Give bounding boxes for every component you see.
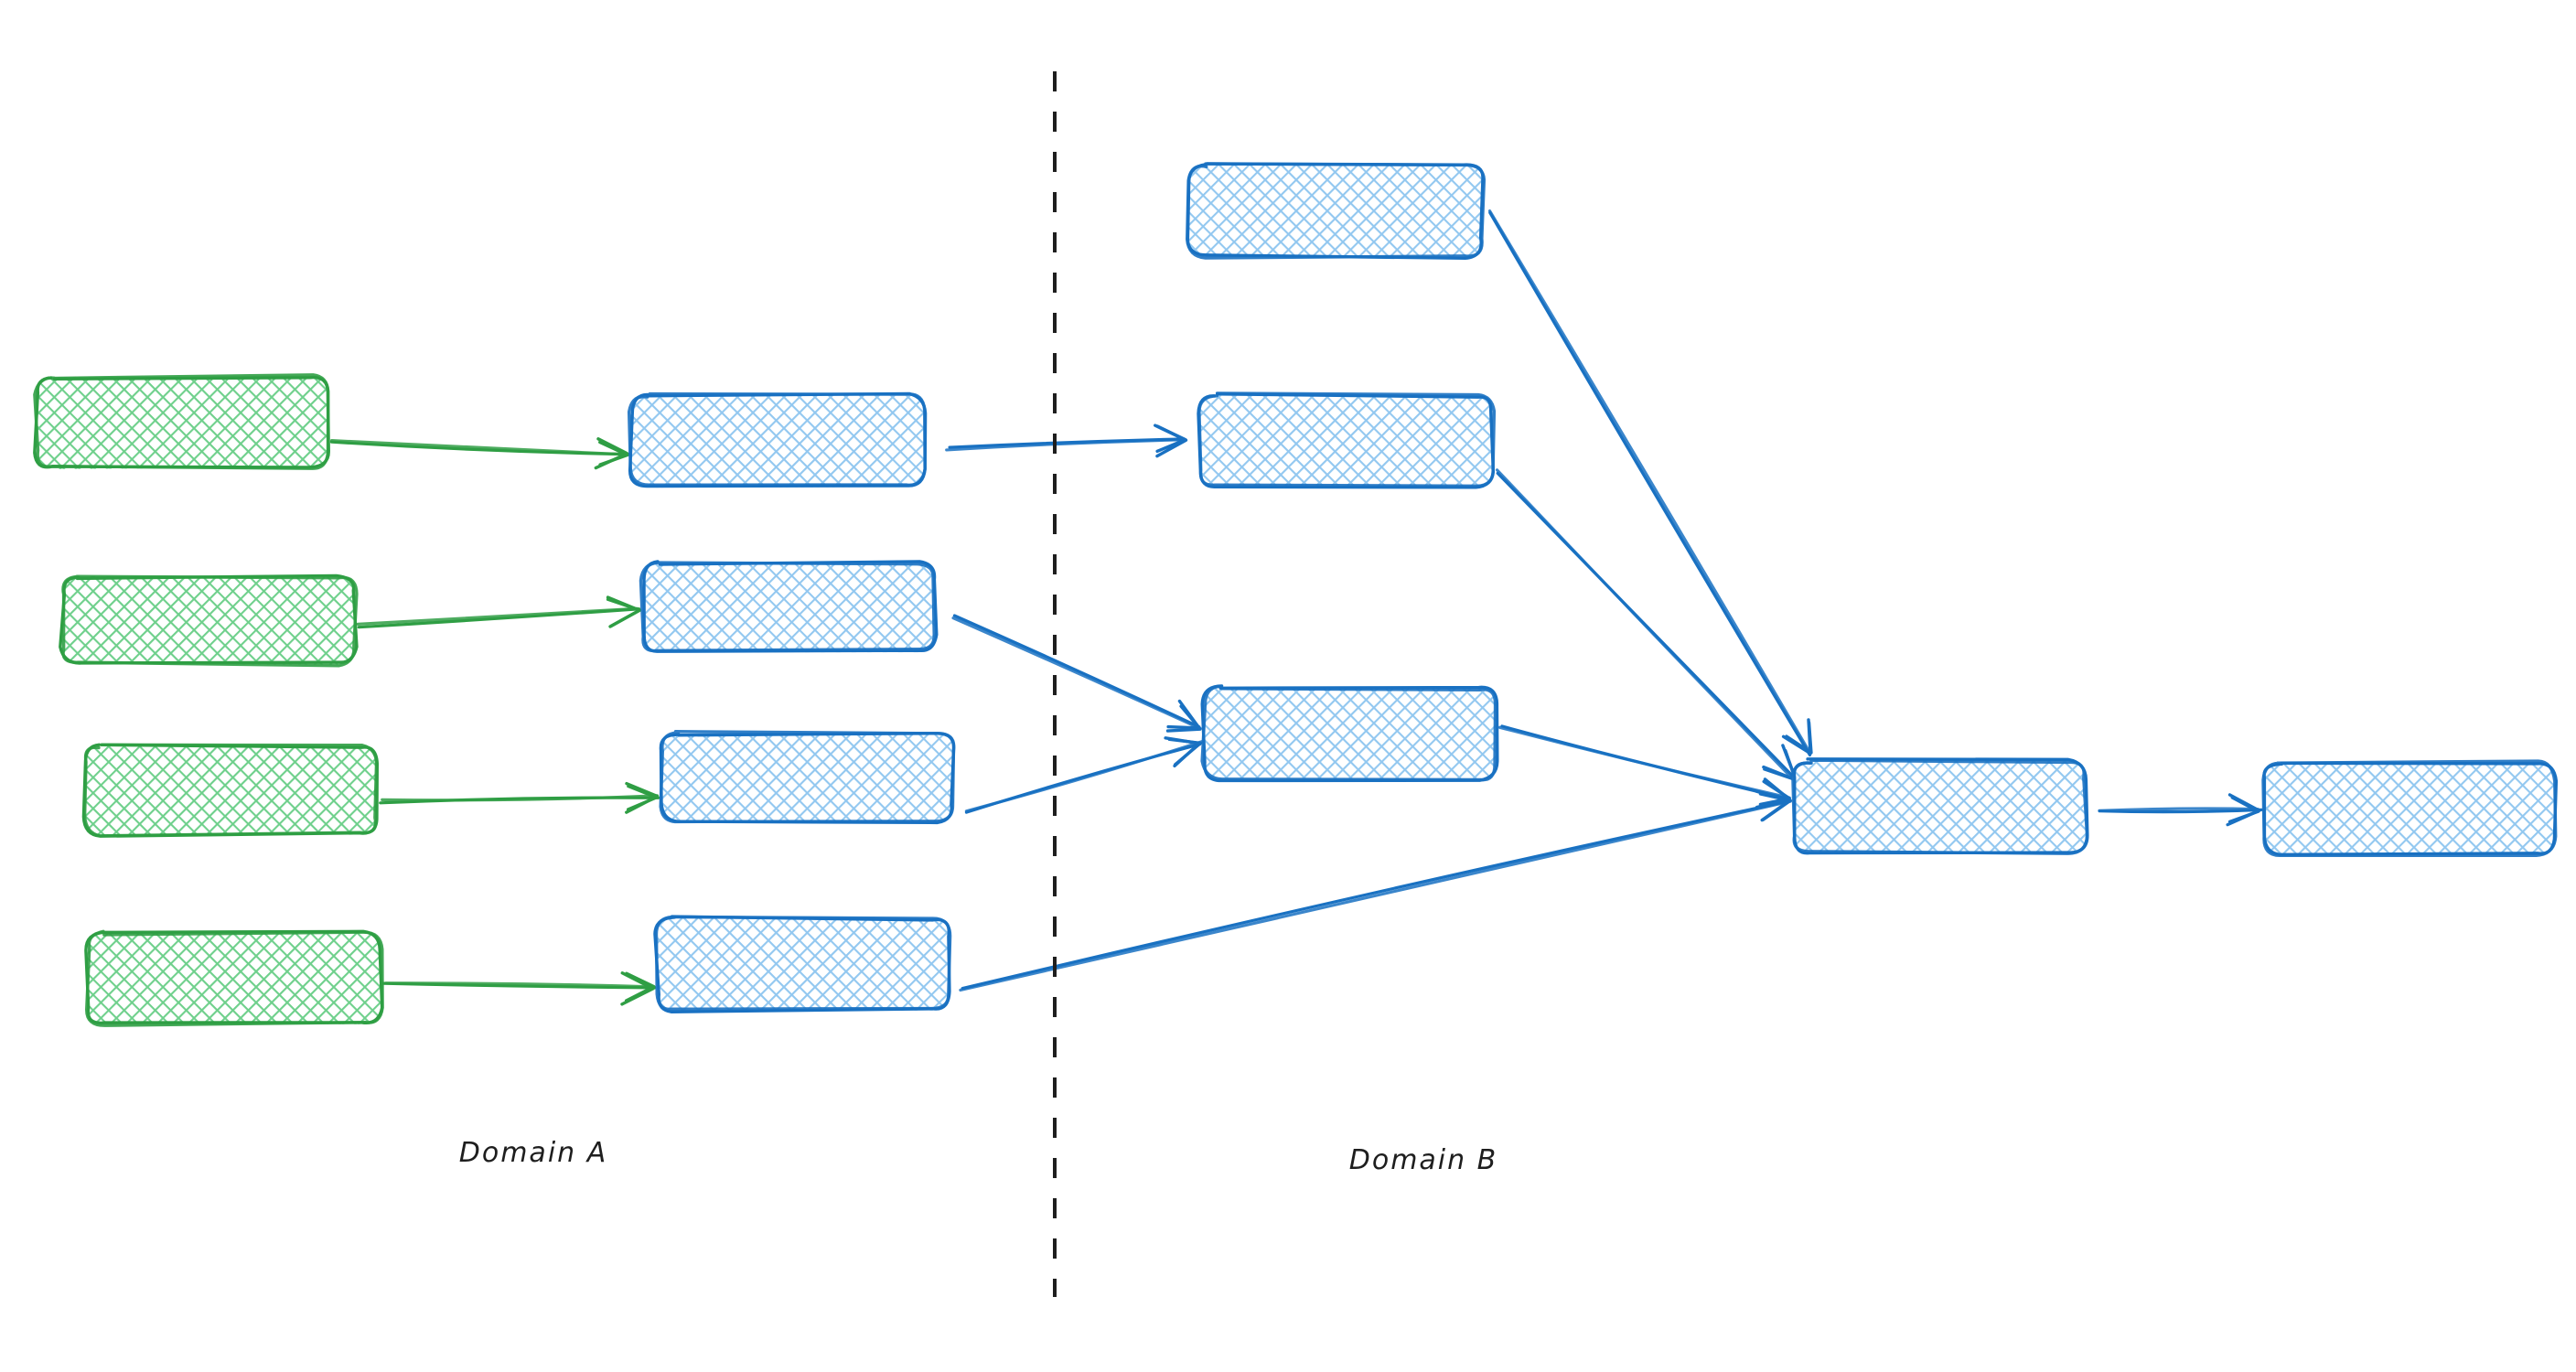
node-c2[interactable] [1197,391,1497,489]
node-b4[interactable] [653,915,952,1013]
edge-a3-to-b3[interactable] [379,781,660,814]
edge-a4-to-b4[interactable] [381,971,657,1006]
node-b2[interactable] [639,560,939,653]
label-domain-a: Domain A [459,1137,607,1169]
node-a1[interactable] [33,373,330,470]
nodes-layer [33,162,2559,1027]
edge-b2-to-c3[interactable] [951,614,1202,733]
edge-a1-to-b1[interactable] [329,437,630,470]
edges-layer [329,209,2263,1006]
node-a4[interactable] [84,929,384,1027]
edge-b3-to-c3[interactable] [964,736,1204,814]
edge-b4-to-hub[interactable] [959,789,1792,992]
edge-b1-to-c2[interactable] [945,423,1188,458]
edge-c1-to-hub[interactable] [1487,209,1813,757]
node-c3[interactable] [1200,684,1499,783]
edge-c3-to-hub[interactable] [1497,724,1791,809]
labels-layer: Domain A Domain B [459,1137,1498,1176]
node-b1[interactable] [627,391,928,488]
node-c1[interactable] [1186,162,1487,261]
node-hub[interactable] [1791,757,2089,855]
edge-c2-to-hub[interactable] [1495,468,1798,783]
label-domain-b: Domain B [1349,1144,1498,1176]
node-out[interactable] [2261,759,2559,857]
edge-hub-to-out[interactable] [2098,793,2263,827]
node-a2[interactable] [59,573,359,668]
node-a3[interactable] [81,743,380,838]
edge-a2-to-b2[interactable] [356,595,642,629]
node-b3[interactable] [659,730,956,825]
